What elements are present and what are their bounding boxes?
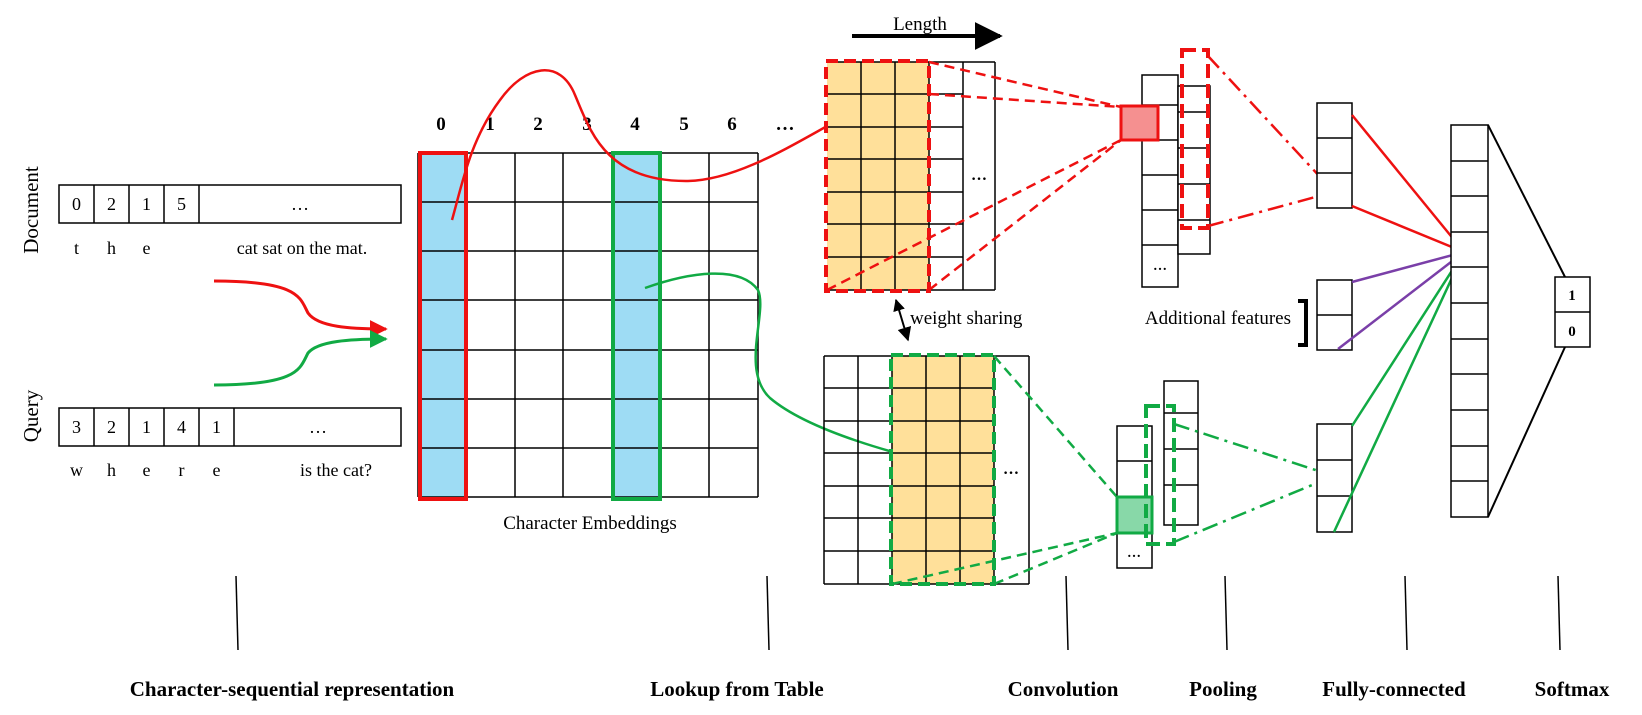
document-char: t	[74, 238, 79, 258]
pooled-vectors	[1316, 102, 1353, 533]
document-pool-window	[1180, 48, 1210, 230]
query-index: 1	[212, 417, 221, 437]
query-side-label: Query	[19, 389, 43, 442]
document-char: e	[143, 238, 151, 258]
column-header: 2	[533, 114, 543, 135]
softmax-connections	[1487, 124, 1566, 518]
stage-label: Fully-connected	[1322, 677, 1466, 701]
column-header: 5	[679, 114, 689, 135]
additional-features-bracket	[1298, 299, 1308, 347]
document-index: 2	[107, 194, 116, 214]
document-index-ellipsis: …	[291, 194, 309, 214]
additional-features-label: Additional features	[1145, 308, 1291, 329]
query-lookup-curve	[644, 272, 956, 470]
softmax-output	[1554, 276, 1591, 348]
document-rest-text: cat sat on the mat.	[237, 238, 367, 258]
query-feature-map	[1115, 380, 1199, 569]
document-index: 5	[177, 194, 186, 214]
document-lookup-curve	[450, 69, 843, 221]
query-char-column	[611, 151, 662, 501]
query-conv-filter	[889, 353, 996, 586]
stage-label: Convolution	[1008, 677, 1119, 701]
query-index-ellipsis: …	[309, 417, 327, 437]
fc-layer	[1450, 124, 1489, 518]
weight-sharing-label: weight sharing	[910, 308, 1023, 329]
column-header-ellipsis: …	[776, 114, 795, 135]
document-index: 1	[142, 194, 151, 214]
query-pool-window	[1144, 404, 1176, 546]
stage-label: Softmax	[1535, 677, 1610, 701]
query-index: 2	[107, 417, 116, 437]
document-input-matrix	[824, 59, 996, 293]
document-conv-filter	[824, 59, 931, 293]
column-header: 1	[485, 114, 495, 135]
query-rest-text: is the cat?	[300, 460, 372, 480]
query-input-matrix	[823, 353, 1030, 586]
stage-pointers	[235, 575, 1561, 651]
query-sequence: 3 2 1 4 1 … w h e r e is the cat?	[58, 407, 402, 480]
column-header: 4	[630, 114, 640, 135]
document-conv-projection	[826, 60, 1122, 292]
embedding-table-caption: Character Embeddings	[503, 513, 677, 534]
length-label: Length	[893, 14, 947, 35]
query-feature-ellipsis: …	[1127, 546, 1141, 561]
document-side-label: Document	[19, 166, 43, 254]
query-char: e	[213, 460, 221, 480]
document-char: h	[107, 238, 116, 258]
document-index: 0	[72, 194, 81, 214]
pooling-projection	[1173, 55, 1335, 544]
column-header: 6	[727, 114, 737, 135]
query-merge-arrow	[213, 330, 388, 387]
document-matrix-ellipsis: …	[971, 167, 987, 184]
document-feature-cell	[1119, 104, 1160, 142]
softmax-output-value: 1	[1568, 288, 1576, 304]
stage-label: Character-sequential representation	[130, 677, 455, 701]
query-char: w	[70, 460, 83, 480]
document-char-column	[418, 151, 468, 501]
query-index: 3	[72, 417, 81, 437]
query-char: r	[179, 460, 185, 480]
query-index: 4	[177, 417, 186, 437]
embedding-table	[417, 151, 759, 501]
document-sequence: 0 2 1 5 … t h e cat sat on the mat.	[58, 184, 402, 258]
weight-sharing-arrow	[893, 298, 912, 342]
document-feature-ellipsis: …	[1153, 259, 1167, 274]
stage-label: Pooling	[1189, 677, 1257, 701]
query-char: e	[143, 460, 151, 480]
query-matrix-ellipsis: …	[1003, 461, 1019, 478]
softmax-output-value: 0	[1568, 324, 1576, 340]
fc-connections	[1332, 114, 1466, 533]
column-header: 0	[436, 114, 446, 135]
document-feature-map	[1119, 48, 1211, 288]
query-char: h	[107, 460, 116, 480]
query-conv-projection	[891, 355, 1118, 586]
document-merge-arrow	[213, 279, 388, 338]
stage-label: Lookup from Table	[650, 677, 824, 701]
query-index: 1	[142, 417, 151, 437]
